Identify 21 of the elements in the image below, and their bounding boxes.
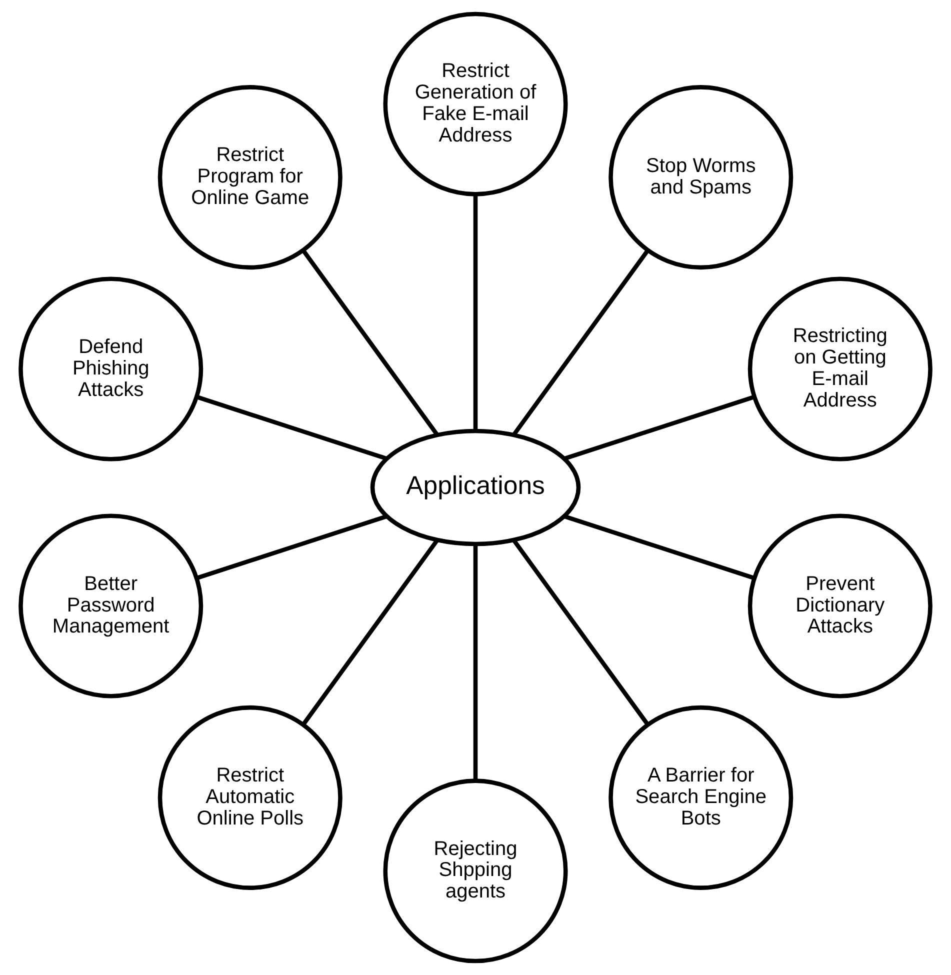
connector (302, 249, 439, 436)
connector (512, 249, 650, 436)
node-ellipse: Applications (370, 428, 581, 546)
connector (196, 394, 388, 461)
node-circle: Restrict Generation of Fake E-mail Address (383, 12, 568, 196)
node-circle: Restricting on Getting E-mail Address (748, 276, 932, 462)
connector (473, 194, 478, 431)
connector (473, 544, 478, 781)
node-circle: Restrict Automatic Online Polls (158, 705, 342, 890)
connector (564, 514, 755, 580)
node-circle: Better Password Management (18, 514, 204, 698)
connector (564, 394, 755, 461)
connector (512, 538, 650, 726)
node-circle: Restrict Program for Online Game (158, 85, 342, 270)
node-circle: Defend Phishing Attacks (18, 276, 204, 462)
node-circle: Rejecting Shpping agents (383, 778, 568, 964)
node-circle: A Barrier for Search Engine Bots (608, 705, 794, 890)
connector (196, 514, 388, 580)
node-circle: Stop Worms and Spams (608, 85, 794, 270)
node-circle: Prevent Dictionary Attacks (748, 514, 932, 698)
connector (302, 538, 439, 726)
